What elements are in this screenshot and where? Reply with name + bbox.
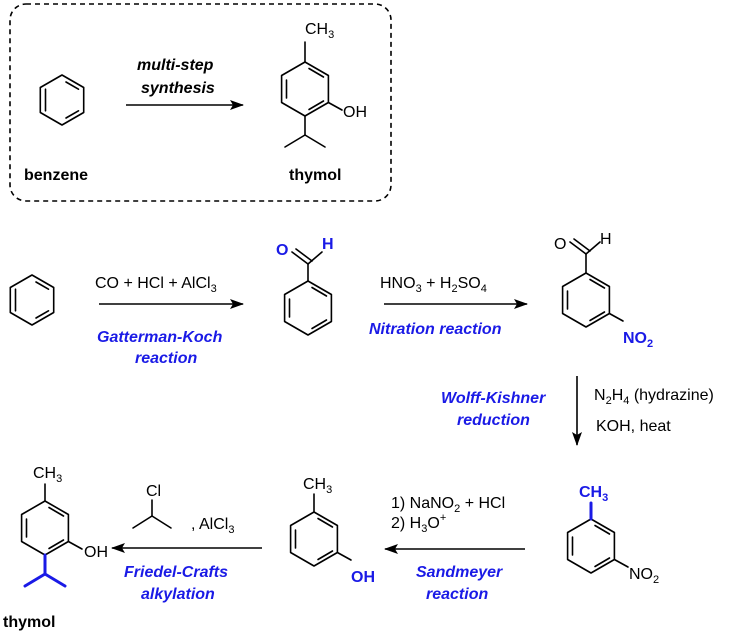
thymol-final-ch3: CH3 — [33, 465, 62, 485]
thymol-summary-ch3: CH3 — [305, 21, 334, 41]
step4-reagent2: 2) H3O+ — [391, 512, 446, 535]
step1-reagents: CO + HCl + AlCl3 — [95, 275, 217, 295]
nitrobenzaldehyde-no2: NO2 — [623, 330, 653, 350]
nitrotoluene-ch3: CH3 — [579, 484, 608, 504]
chloropropane-structure — [132, 499, 172, 529]
benzaldehyde-structure — [283, 248, 333, 336]
cresol-structure — [289, 493, 352, 567]
step3-name-line2: reduction — [457, 412, 530, 429]
nitrobenzaldehyde-structure — [561, 238, 624, 328]
thymol-summary-label: thymol — [289, 167, 341, 184]
nitrotoluene-structure — [566, 501, 629, 574]
step5-reagent-alcl3: , AlCl3 — [191, 516, 234, 536]
step3-name-line1: Wolff-Kishner — [441, 390, 546, 407]
step2-name: Nitration reaction — [369, 321, 502, 338]
thymol-final-oh: OH — [84, 544, 108, 561]
step2-reagents: HNO3 + H2SO4 — [380, 275, 487, 295]
benzaldehyde-o: O — [276, 242, 288, 259]
thymol-final-label: thymol — [3, 614, 55, 631]
step4-name-line2: reaction — [426, 586, 488, 603]
summary-box — [9, 3, 392, 202]
arrow-label-bottom: synthesis — [141, 80, 215, 97]
step1-name-line2: reaction — [135, 350, 197, 367]
cresol-oh: OH — [351, 569, 375, 586]
step5-name-line2: alkylation — [141, 586, 215, 603]
step5-name-line1: Friedel-Crafts — [124, 564, 228, 581]
benzene-structure-summary — [39, 74, 85, 126]
step3-reagent2: KOH, heat — [596, 418, 671, 435]
nitrobenzaldehyde-o: O — [554, 236, 566, 253]
step4-reagent1: 1) NaNO2 + HCl — [391, 495, 505, 515]
step4-name-line1: Sandmeyer — [416, 564, 503, 581]
nitrobenzaldehyde-h: H — [600, 231, 612, 248]
nitrotoluene-no2: NO2 — [629, 566, 659, 586]
step1-name-line1: Gatterman-Koch — [97, 329, 223, 346]
thymol-summary-oh: OH — [343, 104, 367, 121]
benzaldehyde-h: H — [322, 236, 334, 253]
thymol-structure-final — [20, 483, 83, 588]
arrow-label-top: multi-step — [137, 57, 214, 74]
benzene-structure — [9, 274, 55, 326]
chloropropane-cl: Cl — [146, 483, 161, 500]
step3-reagent1: N2H4 (hydrazine) — [594, 387, 714, 407]
cresol-ch3: CH3 — [303, 476, 332, 496]
thymol-structure-summary — [280, 41, 343, 148]
benzene-label: benzene — [24, 167, 88, 184]
